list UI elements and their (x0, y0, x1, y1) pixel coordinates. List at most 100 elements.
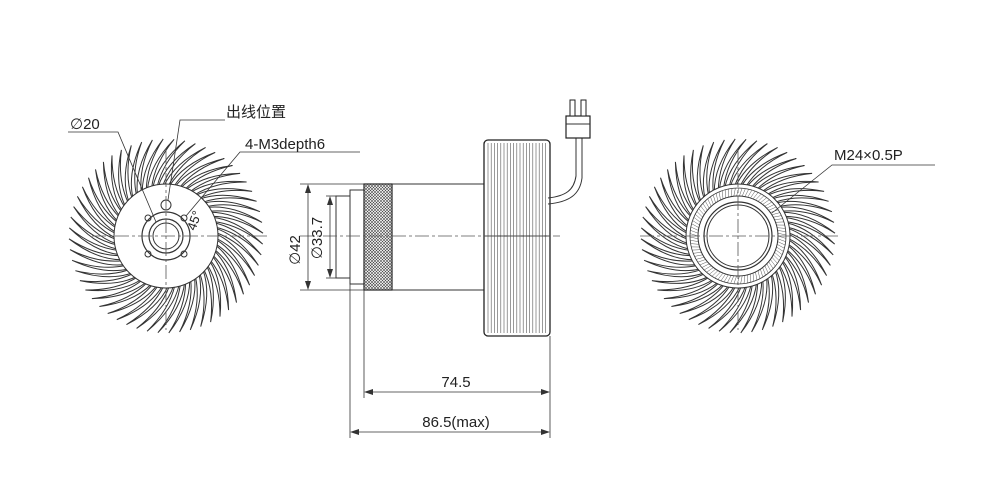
fin (778, 260, 794, 317)
thread-tick (715, 193, 719, 202)
thread-leader (771, 164, 935, 214)
fin (729, 282, 758, 334)
knurl-line (364, 184, 366, 186)
fin (784, 216, 836, 245)
fin (648, 196, 689, 239)
knurl-line (364, 292, 392, 320)
knurl-line (364, 184, 381, 201)
diameter-42-label: ∅42 (287, 235, 304, 265)
knurl-line (390, 288, 392, 290)
screw-hole-1 (144, 214, 152, 222)
knurl-line (364, 261, 392, 290)
fin (68, 238, 123, 261)
knurl-line (364, 184, 390, 210)
fin (71, 259, 129, 272)
thread-tick (777, 232, 787, 236)
thread-tick (774, 218, 783, 220)
fin (136, 285, 175, 329)
fin (95, 169, 120, 222)
fin (771, 269, 780, 327)
knurl-line (364, 222, 392, 252)
fin (207, 206, 263, 223)
fin (215, 227, 259, 266)
thread-tick (777, 241, 786, 246)
thread-tick (714, 271, 721, 279)
thread-tick (764, 265, 769, 274)
fin (76, 196, 117, 239)
fin (785, 244, 816, 295)
fin (206, 260, 222, 317)
fin (136, 139, 153, 195)
fin (73, 206, 117, 245)
cable-exit-label: 出线位置 (226, 104, 286, 121)
fin (651, 273, 709, 284)
fin (724, 140, 758, 188)
fin (696, 145, 705, 203)
thread-label: M24×0.5P (834, 147, 903, 164)
fin (212, 250, 237, 303)
diameter-20-leader (68, 131, 157, 223)
knurl-line (364, 237, 392, 267)
thread-tick (760, 197, 767, 203)
knurl-line (364, 201, 392, 231)
fin (199, 269, 208, 327)
fin (787, 238, 823, 286)
screw-hole-2 (180, 214, 188, 222)
diameter-20-label: ∅20 (70, 116, 100, 133)
knurl-line (364, 219, 392, 249)
thread-tick (777, 230, 786, 232)
knurl-line (364, 213, 392, 243)
fin (118, 149, 129, 207)
thread-tick (691, 223, 700, 228)
thread-tick (711, 270, 719, 277)
thread-tick (752, 273, 754, 282)
thread-tick (774, 252, 781, 258)
fin (761, 273, 774, 331)
thread-tick (690, 230, 699, 234)
front-lens-body (349, 189, 365, 285)
screw-holes-label: 4-M3depth6 (245, 136, 325, 153)
thread-tick (704, 200, 710, 209)
thread-tick (696, 256, 705, 260)
left-heatsink-fins (68, 138, 264, 334)
fin (667, 169, 692, 222)
knurl-line (364, 246, 392, 276)
knurl-line (364, 225, 392, 255)
thread-tick (770, 259, 776, 267)
thread-tick (752, 192, 759, 200)
screw-hole-3 (144, 250, 152, 258)
knurl-line (375, 273, 392, 290)
fin (729, 143, 768, 187)
fin (203, 265, 214, 323)
fin (214, 222, 262, 256)
knurl-pattern (364, 184, 392, 320)
fin (787, 227, 831, 266)
knurl-line (364, 184, 378, 198)
fin (99, 282, 152, 307)
fin (674, 161, 695, 217)
knurl-line (364, 228, 392, 258)
dim-337-arrows (327, 196, 333, 278)
fin (168, 279, 191, 334)
thread-tick (702, 203, 708, 211)
thread-tick (764, 201, 773, 207)
fin (671, 282, 724, 307)
fin (718, 138, 747, 190)
fin (682, 155, 698, 212)
knurl-line (364, 204, 392, 234)
fin (116, 285, 164, 321)
cable-line-2 (547, 138, 583, 205)
fin (209, 211, 264, 234)
thread-tick (747, 189, 753, 198)
fin (640, 227, 692, 256)
knurl-line (364, 282, 372, 290)
fin (698, 285, 741, 326)
connector-body (565, 115, 591, 139)
fin (787, 233, 828, 276)
fin (209, 255, 230, 311)
fin (775, 265, 786, 323)
side-view (300, 99, 591, 438)
right-back-view: M24×0.5P (640, 138, 935, 334)
fin (130, 141, 143, 199)
